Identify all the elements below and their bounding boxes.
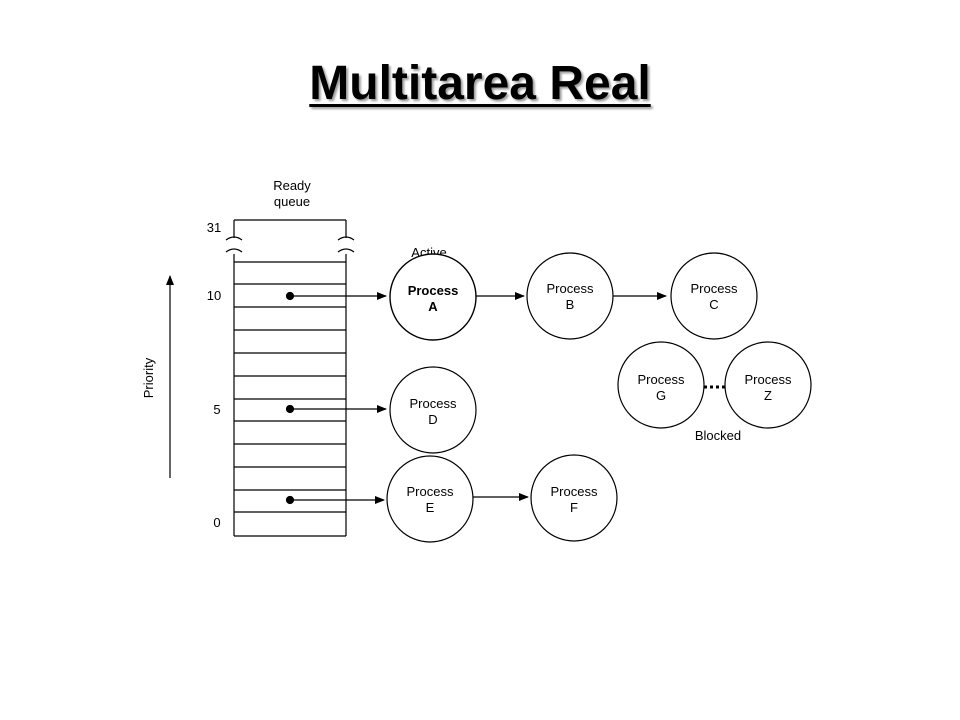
blocked-label: Blocked [695,428,741,443]
svg-text:Process: Process [551,484,598,499]
process-d: Process D [389,366,477,454]
svg-text:D: D [428,412,437,427]
svg-text:Process: Process [691,281,738,296]
process-c: Process C [670,252,758,340]
process-b: Process B [526,252,614,340]
svg-text:F: F [570,500,578,515]
ready-queue [225,219,355,537]
priority-tick-10: 10 [207,288,221,303]
svg-text:B: B [566,297,575,312]
svg-text:Z: Z [764,388,772,403]
svg-text:Process: Process [638,372,685,387]
priority-tick-31: 31 [207,220,221,235]
svg-text:Process: Process [408,283,459,298]
slide-title: Multitarea Real [309,57,651,110]
process-e: Process E [386,455,474,543]
process-z: Process Z [724,341,812,429]
queue-label-ready: Ready [273,178,311,193]
svg-text:Process: Process [745,372,792,387]
svg-text:A: A [428,299,438,314]
svg-text:G: G [656,388,666,403]
queue-label-queue: queue [274,194,310,209]
svg-text:Process: Process [547,281,594,296]
priority-label: Priority [141,357,156,398]
process-f: Process F [530,454,618,542]
priority-tick-5: 5 [213,402,220,417]
priority-tick-0: 0 [213,515,220,530]
svg-text:Process: Process [407,484,454,499]
process-g: Process G [617,341,705,429]
svg-text:Process: Process [410,396,457,411]
svg-text:E: E [426,500,435,515]
process-a: Process A [389,253,477,341]
queue-pointers [285,291,387,505]
svg-text:C: C [709,297,718,312]
